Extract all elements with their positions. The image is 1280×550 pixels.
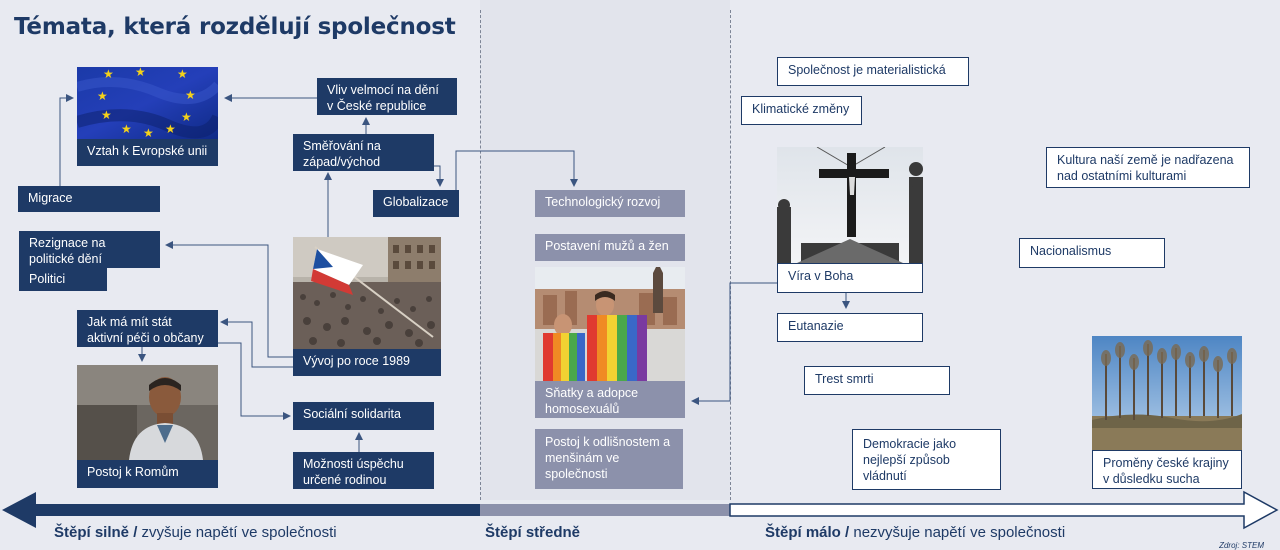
divider-left [480,10,481,500]
eu-relation-label: Vztah k Evropské unii [77,139,218,166]
crucifix-image [777,147,923,263]
svg-text:★: ★ [101,108,112,122]
nationalism-box: Nacionalismus [1019,238,1165,268]
page-title: Témata, která rozdělují společnost [14,14,456,40]
footer-strong-rest: zvyšuje napětí ve společnosti [141,524,337,541]
svg-text:★: ★ [103,67,114,81]
axis-strong-segment [2,492,480,528]
source-note: Zdroj: STEM [1219,541,1264,550]
roma-man-image [77,365,218,460]
axis-medium-segment [480,504,730,516]
crowd-1989-image [293,237,441,349]
attitude-roma-label: Postoj k Romům [77,460,218,488]
drought-landscape-label: Proměny české krajiny v důsledku sucha [1092,450,1242,489]
footer-strong-bold: Štěpí silně / [54,524,138,541]
migration-box: Migrace [18,186,160,212]
axis-low-segment [729,490,1279,530]
politicians-box: Politici [19,268,107,291]
divider-right [730,10,731,500]
political-resignation-box: Rezignace na politické dění [19,231,160,268]
footer-low-rest: nezvyšuje napětí ve společnosti [853,524,1066,541]
svg-text:★: ★ [185,88,196,102]
materialistic-society-box: Společnost je materialistická [777,57,969,86]
svg-text:★: ★ [181,110,192,124]
svg-text:★: ★ [121,122,132,136]
death-penalty-box: Trest smrti [804,366,950,395]
drought-landscape-image [1092,336,1242,450]
development-since-1989-label: Vývoj po roce 1989 [293,349,441,376]
climate-change-box: Klimatické změny [741,96,862,125]
same-sex-couple-image [535,267,685,381]
svg-text:★: ★ [97,89,108,103]
same-sex-marriage-label: Sňatky a adopce homosexuálů [535,381,685,418]
polarization-axis [2,490,1279,530]
svg-text:★: ★ [177,67,188,81]
technological-development-box: Technologický rozvoj [535,190,685,217]
minorities-attitude-box: Postoj k odlišnostem a menšinám ve spole… [535,429,683,489]
footer-strong: Štěpí silně / zvyšuje napětí ve společno… [54,524,337,541]
democracy-box: Demokracie jako nejlepší způsob vládnutí [852,429,1001,490]
men-women-position-box: Postavení mužů a žen [535,234,685,261]
globalization-box: Globalizace [373,190,459,217]
footer-low: Štěpí málo / nezvyšuje napětí ve společn… [765,524,1065,541]
state-care-box: Jak má mít stát aktivní péči o občany [77,310,218,347]
great-powers-influence-box: Vliv velmocí na dění v České republice [317,78,457,115]
eu-flag-image: ★ ★ ★ ★ ★ ★ ★ ★ ★ ★ [77,67,218,139]
social-solidarity-box: Sociální solidarita [293,402,434,430]
euthanasia-box: Eutanazie [777,313,923,342]
svg-text:★: ★ [135,67,146,79]
svg-text:★: ★ [143,126,154,139]
culture-superiority-box: Kultura naší země je nadřazena nad ostat… [1046,147,1250,188]
footer-low-bold: Štěpí málo / [765,524,850,541]
svg-text:★: ★ [165,122,176,136]
footer-medium-bold: Štěpí středně [485,524,581,541]
faith-in-god-label: Víra v Boha [777,263,923,293]
family-success-box: Možnosti úspěchu určené rodinou [293,452,434,489]
footer-medium: Štěpí středně [485,524,580,541]
west-east-direction-box: Směřování na západ/východ [293,134,434,171]
